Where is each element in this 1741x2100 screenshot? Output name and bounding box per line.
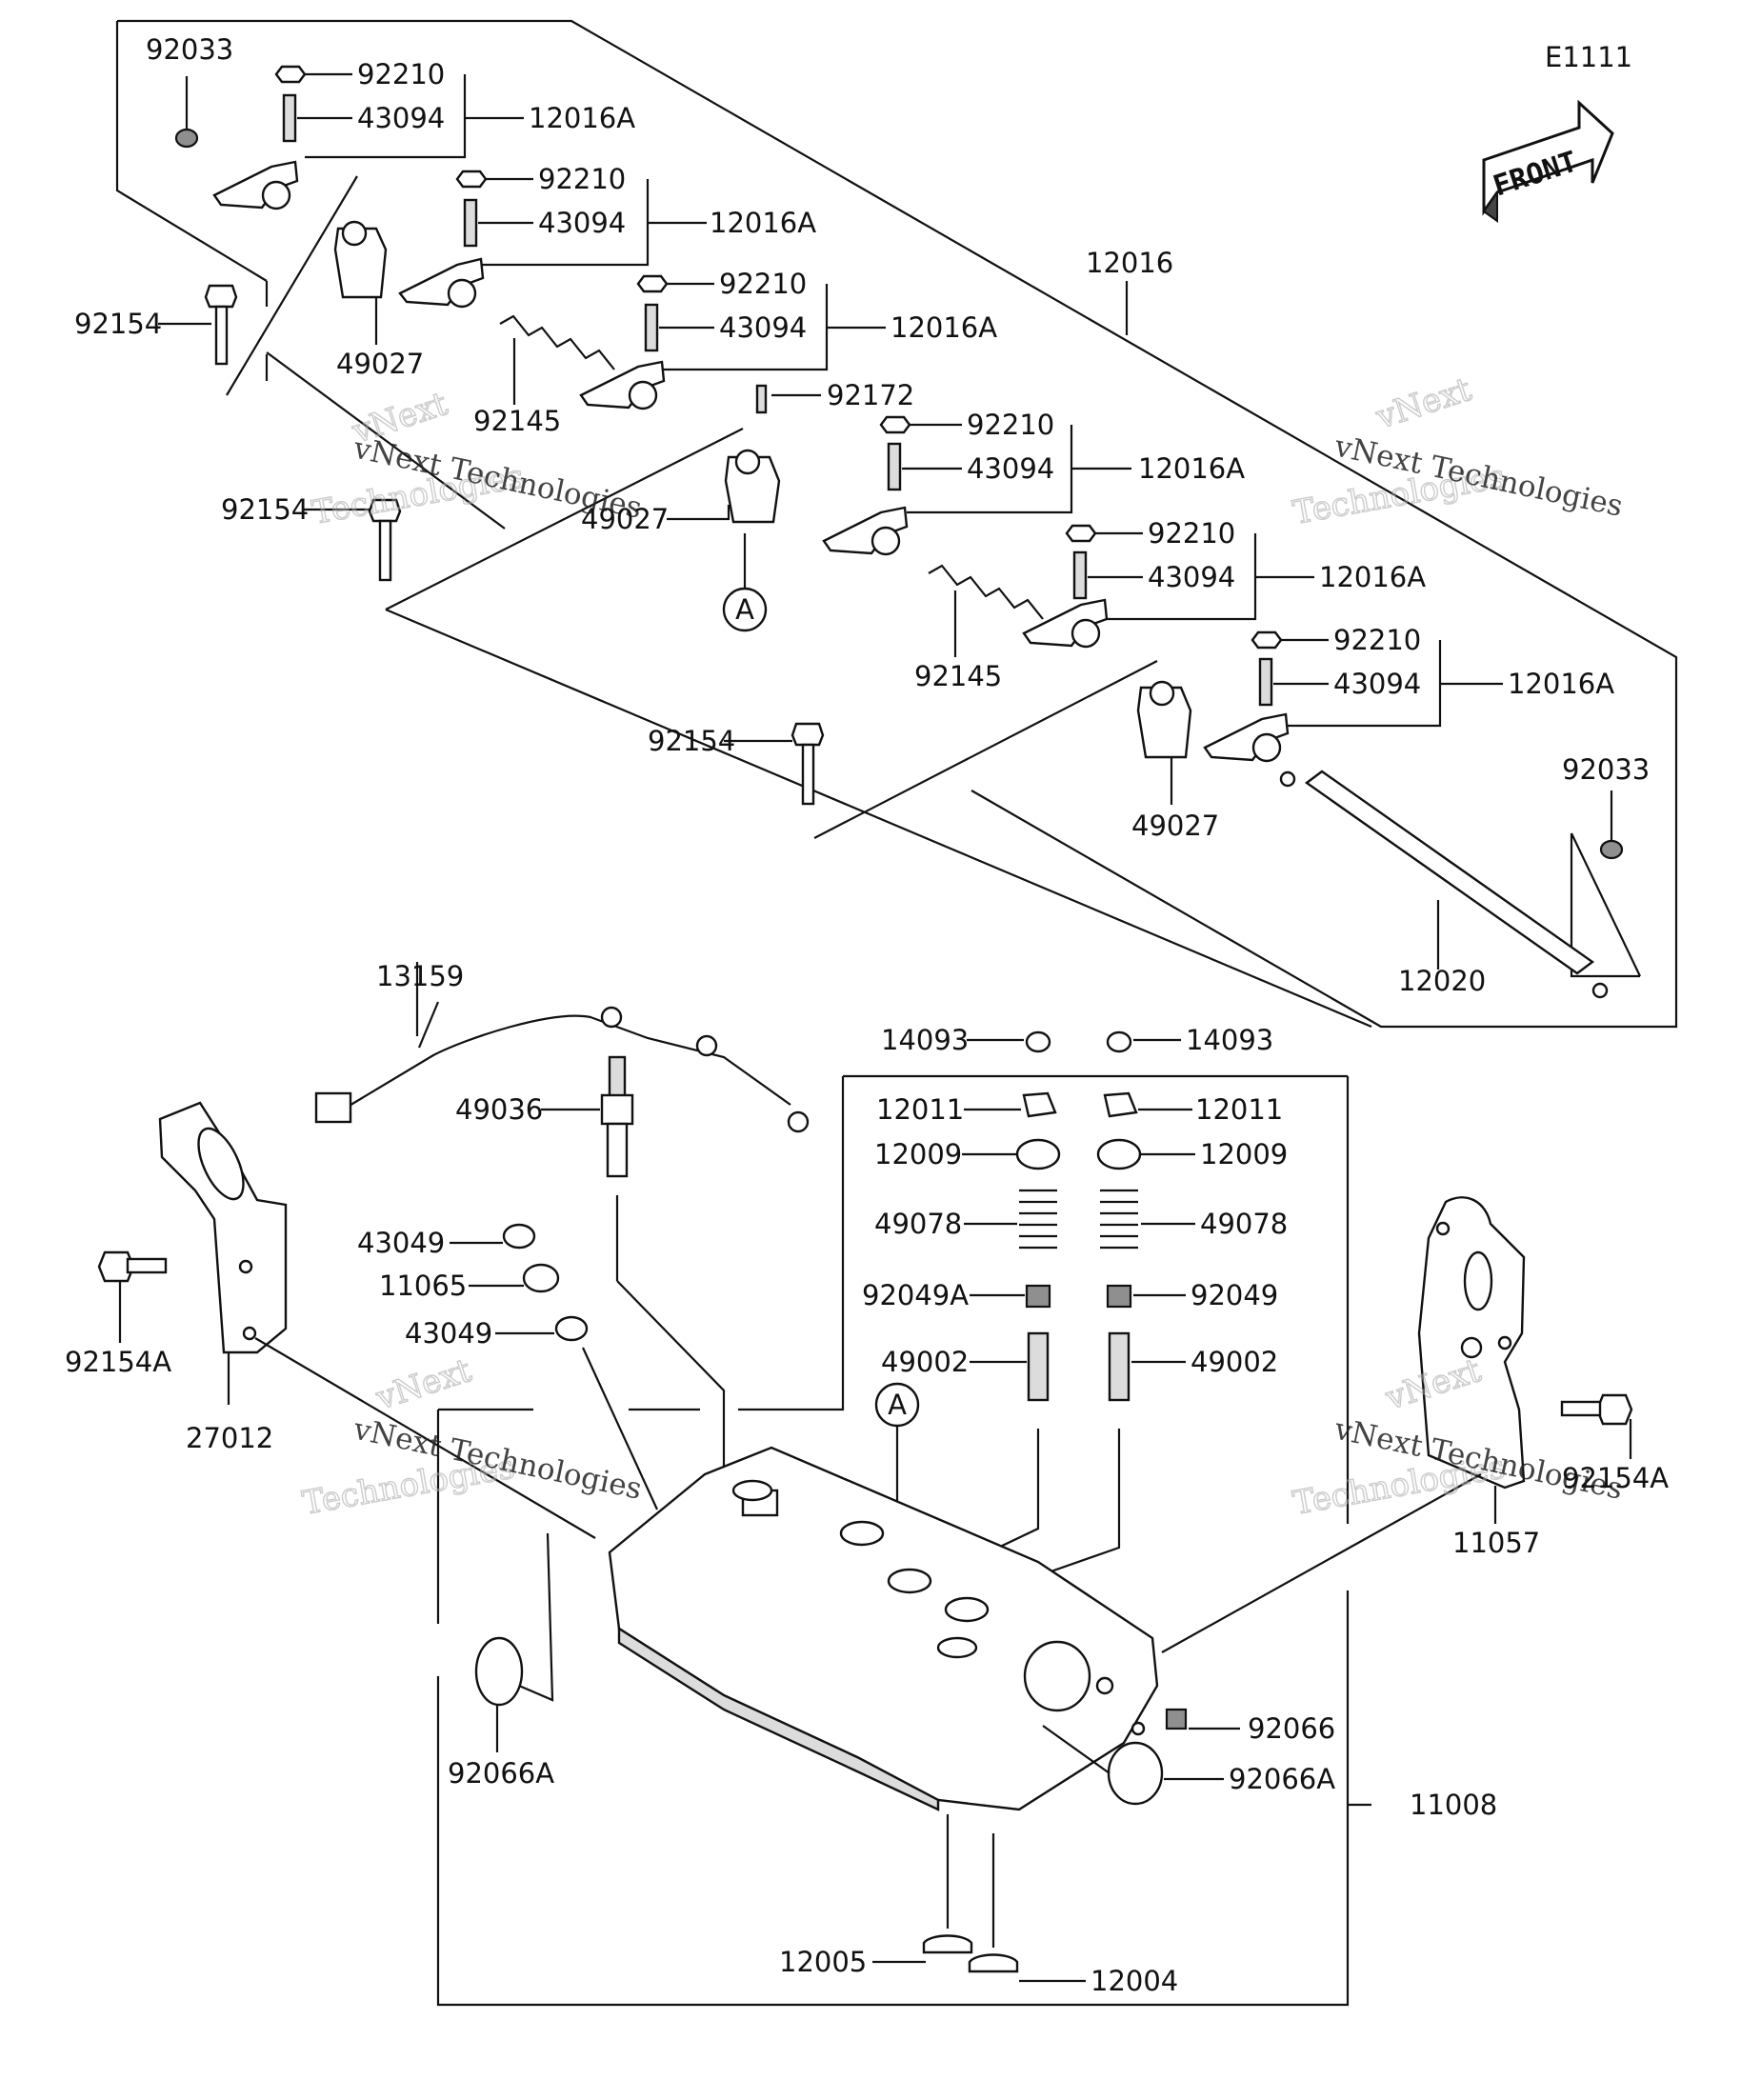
part-label-12009: 12009 xyxy=(874,1138,962,1170)
cylinder-head-11008 xyxy=(608,1446,1159,1811)
part-label-92210: 92210 xyxy=(967,409,1054,441)
part-label-43094: 43094 xyxy=(538,207,626,239)
valve-train-right xyxy=(1023,1030,1142,1583)
part-label-12016A: 12016A xyxy=(710,207,816,239)
part-label-11065: 11065 xyxy=(379,1270,467,1302)
part-label-92033: 92033 xyxy=(146,33,233,66)
bracket-27012 xyxy=(158,1101,596,1539)
part-label-43049: 43049 xyxy=(405,1317,492,1350)
part-label-12016A: 12016A xyxy=(529,102,635,134)
part-label-13159: 13159 xyxy=(376,960,464,992)
part-label-43094: 43094 xyxy=(719,311,807,344)
valves-12004-12005 xyxy=(922,1814,1019,1973)
part-label-49027: 49027 xyxy=(581,503,669,535)
part-label-92066A: 92066A xyxy=(1229,1763,1335,1795)
part-label-11008: 11008 xyxy=(1410,1789,1497,1821)
part-label-12009: 12009 xyxy=(1200,1138,1288,1170)
rocker-arm-parts xyxy=(212,160,1290,763)
rings-92033 xyxy=(174,128,1624,860)
part-label-92049A: 92049A xyxy=(862,1279,969,1311)
diagram-code: E1111 xyxy=(1545,41,1632,73)
watermark-left-lower: vNext Technologies vNext Technologies xyxy=(299,1350,645,1523)
leader-lines xyxy=(118,72,1632,1983)
part-label-92154A: 92154A xyxy=(65,1346,171,1378)
set-screw-92172 xyxy=(755,384,768,414)
front-arrow-icon: FRONT xyxy=(1482,99,1614,223)
part-label-49078: 49078 xyxy=(1200,1208,1288,1240)
plugs-92066 xyxy=(474,1532,1188,1806)
bracket-11057 xyxy=(1161,1196,1526,1653)
part-label-12011: 12011 xyxy=(876,1093,964,1126)
glow-plug-49036 xyxy=(600,1055,726,1524)
svg-text:A: A xyxy=(735,593,754,626)
part-label-49036: 49036 xyxy=(455,1093,543,1126)
watermark-right-upper: vNext Technologies vNext Technologies xyxy=(1290,370,1626,532)
rocker-shaft-12020 xyxy=(1279,770,1609,999)
callout-a-upper: A xyxy=(722,533,768,632)
part-label-92145: 92145 xyxy=(473,405,561,437)
part-label-92210: 92210 xyxy=(538,163,626,195)
part-label-49002: 49002 xyxy=(881,1346,969,1378)
part-label-43094: 43094 xyxy=(1333,668,1421,700)
valve-train-left xyxy=(937,1030,1061,1577)
part-label-92033: 92033 xyxy=(1562,753,1650,786)
bolts-92154 xyxy=(97,284,1633,1426)
part-label-49002: 49002 xyxy=(1191,1346,1278,1378)
svg-text:vNext: vNext xyxy=(370,1351,476,1418)
part-label-92210: 92210 xyxy=(719,268,807,300)
part-label-43094: 43094 xyxy=(357,102,445,134)
part-label-12016A: 12016A xyxy=(891,311,997,344)
part-label-12016A: 12016A xyxy=(1319,561,1426,593)
watermark-right-lower: vNext Technologies vNext Technologies xyxy=(1290,1350,1626,1523)
part-label-14093: 14093 xyxy=(1186,1024,1273,1056)
adjust-nuts-and-screws xyxy=(274,65,1283,707)
part-label-92049: 92049 xyxy=(1191,1279,1278,1311)
part-label-92210: 92210 xyxy=(357,58,445,90)
part-label-12020: 12020 xyxy=(1398,965,1486,997)
part-label-12016: 12016 xyxy=(1086,247,1173,279)
svg-text:A: A xyxy=(888,1389,907,1421)
part-label-12011: 12011 xyxy=(1195,1093,1283,1126)
part-label-92154: 92154 xyxy=(221,493,309,526)
part-label-49027: 49027 xyxy=(336,348,424,380)
part-label-92154A: 92154A xyxy=(1562,1462,1669,1494)
part-label-92154: 92154 xyxy=(648,725,735,757)
part-label-92210: 92210 xyxy=(1333,624,1421,656)
part-label-14093: 14093 xyxy=(881,1024,969,1056)
part-label-12005: 12005 xyxy=(779,1946,867,1978)
part-label-43049: 43049 xyxy=(357,1227,445,1259)
part-label-49078: 49078 xyxy=(874,1208,962,1240)
seals-43049-11065 xyxy=(502,1223,658,1510)
part-label-43094: 43094 xyxy=(1148,561,1235,593)
part-label-92145: 92145 xyxy=(914,660,1002,692)
part-label-92066A: 92066A xyxy=(448,1757,554,1790)
glow-plug-wire xyxy=(314,962,810,1133)
rocker-shaft-supports xyxy=(333,220,1192,759)
part-label-92154: 92154 xyxy=(74,308,162,340)
part-label-12016A: 12016A xyxy=(1508,668,1614,700)
part-label-12004: 12004 xyxy=(1091,1965,1178,1997)
part-label-92210: 92210 xyxy=(1148,517,1235,550)
rocker-assembly-outline xyxy=(115,19,1678,1029)
svg-text:vNext: vNext xyxy=(1371,370,1476,437)
part-label-12016A: 12016A xyxy=(1138,452,1245,485)
part-label-43094: 43094 xyxy=(967,452,1054,485)
part-label-49027: 49027 xyxy=(1131,810,1219,842)
part-label-92066: 92066 xyxy=(1248,1712,1335,1745)
part-label-27012: 27012 xyxy=(186,1422,273,1454)
rocker-springs xyxy=(499,314,1044,620)
part-label-92172: 92172 xyxy=(827,379,914,411)
part-label-11057: 11057 xyxy=(1452,1527,1540,1559)
